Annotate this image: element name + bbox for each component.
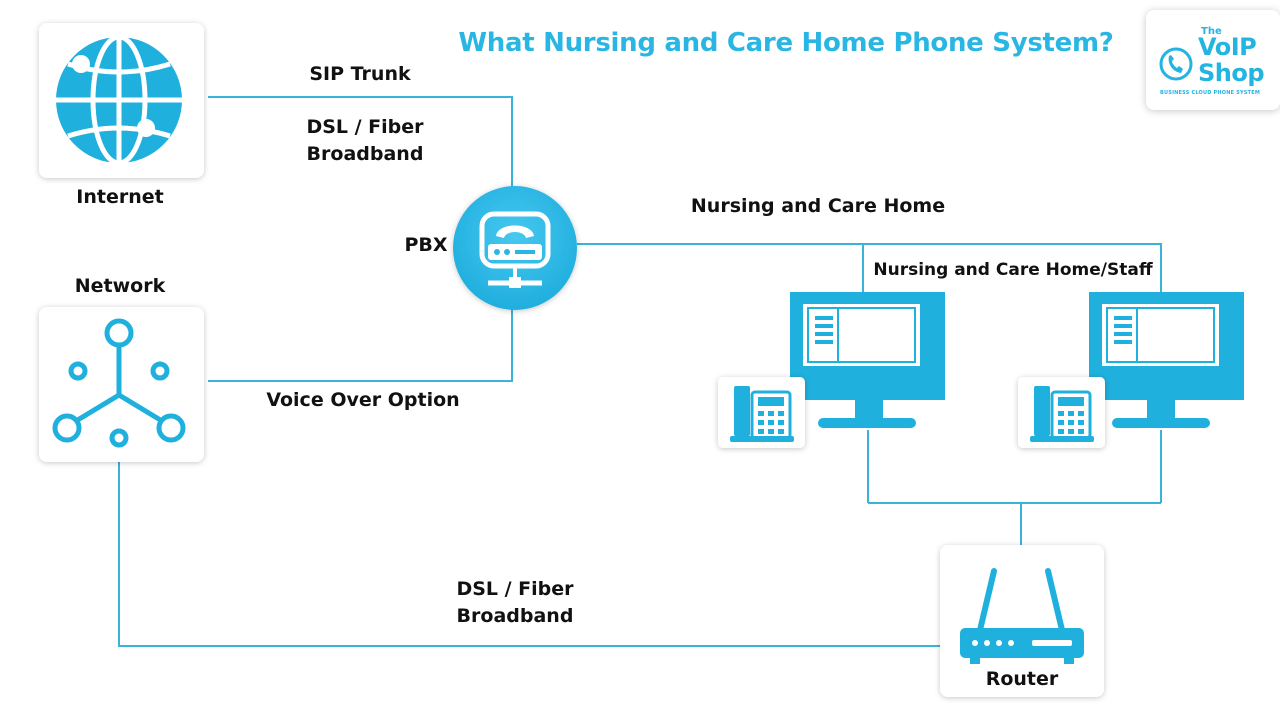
dsl-bottom-label-line1: DSL / Fiber [456, 578, 574, 600]
network-label: Network [74, 275, 166, 297]
internet-node [39, 23, 204, 178]
router-label: Router [985, 668, 1059, 690]
network-hub-icon [52, 318, 186, 448]
router-icon [960, 568, 1084, 664]
voice-over-label: Voice Over Option [266, 389, 460, 411]
voip-shop-logo: The VoIP Shop BUSINESS CLOUD PHONE SYSTE… [1146, 10, 1280, 110]
desk-phone-icon [1018, 377, 1105, 448]
pbx-server-icon [479, 211, 551, 288]
router-node [940, 545, 1104, 697]
line-internet-pbx [208, 96, 513, 188]
logo-tagline: BUSINESS CLOUD PHONE SYSTEM [1160, 90, 1260, 96]
connections [118, 96, 1162, 647]
dsl-bottom-label-line2: Broadband [456, 605, 574, 627]
care-home-label: Nursing and Care Home [690, 195, 946, 217]
desktop-monitor-icon [1089, 292, 1244, 428]
globe-icon [56, 34, 182, 166]
phone-signal-icon [1159, 47, 1193, 81]
pbx-label: PBX [404, 234, 448, 256]
network-node [39, 307, 204, 462]
dsl-top-label-line2: Broadband [306, 143, 424, 165]
line-network-pbx [208, 308, 513, 382]
desk-phone-icon [718, 377, 805, 448]
desktop-monitor-icon [790, 292, 945, 428]
dsl-top-label-line1: DSL / Fiber [306, 116, 424, 138]
sip-trunk-label: SIP Trunk [309, 63, 411, 85]
logo-shop: Shop [1198, 59, 1265, 87]
logo-the: The [1201, 26, 1222, 37]
page-title: What Nursing and Care Home Phone System? [458, 28, 1114, 58]
pbx-node [453, 186, 577, 310]
care-home-staff-label: Nursing and Care Home/Staff [873, 260, 1153, 280]
line-network-router [118, 462, 940, 647]
internet-label: Internet [76, 186, 164, 208]
line-pbx-carehome [577, 243, 1162, 292]
logo-voip: VoIP [1198, 33, 1257, 61]
